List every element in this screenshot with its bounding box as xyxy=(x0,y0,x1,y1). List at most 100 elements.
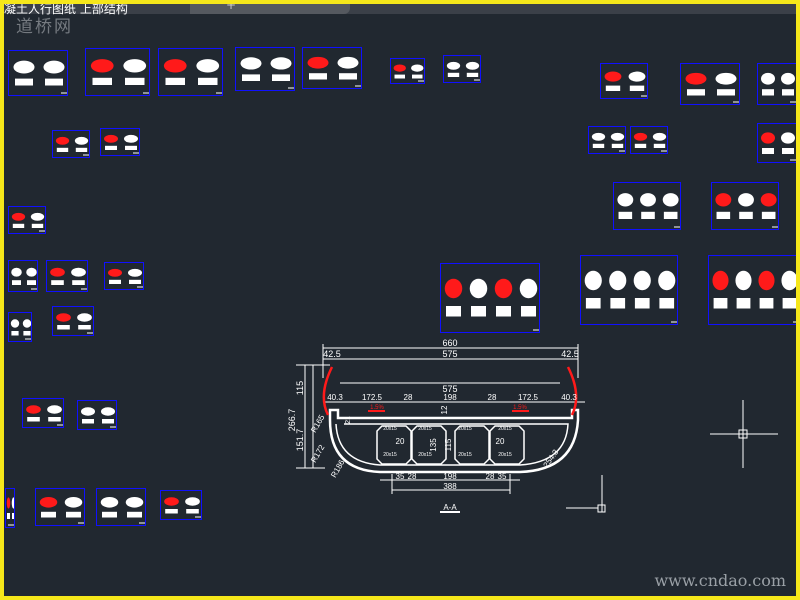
sheet-content xyxy=(10,319,31,340)
dim-web-gap-right: 20 xyxy=(496,437,505,446)
chamfer-label: 20x15 xyxy=(498,426,512,432)
drawing-sheet-thumbnail[interactable] xyxy=(104,262,144,290)
drawing-sheet-thumbnail[interactable] xyxy=(52,306,94,336)
drawing-sheet-thumbnail[interactable] xyxy=(22,398,64,428)
drawing-sheet-thumbnail[interactable] xyxy=(5,488,15,528)
sheet-content xyxy=(104,134,139,154)
drawing-sheet-thumbnail[interactable] xyxy=(302,47,362,89)
dim-bottom-28-right: 28 xyxy=(486,472,495,481)
drawing-sheet-thumbnail[interactable] xyxy=(680,63,740,105)
chamfer-label: 20x15 xyxy=(383,452,397,458)
drawing-sheet-thumbnail[interactable] xyxy=(8,312,32,342)
sheet-content xyxy=(307,56,361,87)
file-tab-bar: 凝土人行图纸 上部结构 + xyxy=(4,4,796,16)
drawing-sheet-thumbnail[interactable] xyxy=(52,130,90,158)
dim-bottom-35-right: 35 xyxy=(498,472,507,481)
dim-slab-thickness: 21 xyxy=(345,416,352,424)
dim-bottom-198: 198 xyxy=(443,472,457,481)
box-cell xyxy=(376,425,412,465)
dim-edge-right: 40.3 xyxy=(561,393,577,402)
drawing-sheet-thumbnail[interactable] xyxy=(100,128,140,156)
tab-strip xyxy=(190,4,350,14)
dim-bottom-28-left: 28 xyxy=(408,472,417,481)
dim-web-right: 28 xyxy=(488,393,497,402)
dim-inner-width: 575 xyxy=(442,384,457,394)
drawing-sheet-thumbnail[interactable] xyxy=(158,48,223,96)
dim-radius-2: R172 xyxy=(309,443,327,465)
sheet-content xyxy=(90,59,149,94)
chamfer-label: 20x15 xyxy=(498,452,512,458)
dim-deck-thickness: 12 xyxy=(440,405,449,414)
sheet-content xyxy=(100,496,145,524)
drawing-sheet-thumbnail[interactable] xyxy=(630,126,668,154)
dim-edge-left: 40.3 xyxy=(327,393,343,402)
dim-flange-right: 172.5 xyxy=(518,393,539,402)
dim-rail-height: 115 xyxy=(295,381,305,395)
dim-radius-1: R165 xyxy=(309,413,327,435)
drawing-sheet-thumbnail[interactable] xyxy=(96,488,146,526)
slope-label-right: 1.5% xyxy=(513,405,527,411)
dim-overall: 660 xyxy=(442,338,457,348)
drawing-sheet-thumbnail[interactable] xyxy=(46,260,88,292)
drawing-sheet-thumbnail[interactable] xyxy=(235,47,295,91)
dim-cantilever-right: 42.5 xyxy=(561,349,579,359)
drawing-sheet-thumbnail[interactable] xyxy=(443,55,481,83)
box-cell xyxy=(489,425,525,465)
sheet-content xyxy=(11,267,37,290)
chamfer-label: 20x15 xyxy=(458,426,472,432)
drawing-sheet-thumbnail[interactable] xyxy=(77,400,117,430)
drawing-sheet-thumbnail[interactable] xyxy=(35,488,85,526)
drawing-sheet-thumbnail[interactable] xyxy=(588,126,626,154)
drawing-sheet-thumbnail[interactable] xyxy=(160,490,202,520)
sheet-content xyxy=(604,71,647,97)
chamfer-label: 20x15 xyxy=(418,426,432,432)
sheet-content xyxy=(108,268,143,288)
drawing-sheet-thumbnail[interactable] xyxy=(613,182,681,230)
drawing-sheet-thumbnail[interactable] xyxy=(8,260,38,292)
chamfer-label: 20x15 xyxy=(458,452,472,458)
ucs-icon xyxy=(597,504,606,513)
sheet-content xyxy=(761,72,796,103)
drawing-sheet-thumbnail[interactable] xyxy=(8,50,68,96)
dim-mid-height: 115 xyxy=(444,438,453,451)
dim-flange-left: 172.5 xyxy=(362,393,383,402)
dim-middle: 198 xyxy=(443,393,457,402)
dim-bottom-35-left: 35 xyxy=(396,472,405,481)
sheet-content xyxy=(685,72,739,103)
drawing-sheet-thumbnail[interactable] xyxy=(757,63,796,105)
section-title: A-A xyxy=(443,503,457,512)
dim-total-height: 266.7 xyxy=(287,409,297,432)
sheet-content xyxy=(13,60,67,94)
dim-cell-height: 135 xyxy=(429,438,438,452)
drawing-sheet-thumbnail[interactable] xyxy=(708,255,796,325)
chamfer-label: 20x15 xyxy=(418,452,432,458)
drawing-tab-title[interactable]: 凝土人行图纸 上部结构 xyxy=(4,4,128,16)
box-girder-inner xyxy=(335,423,569,466)
sheet-content xyxy=(6,497,14,526)
slope-label-left: 1.5% xyxy=(370,405,384,411)
sheet-content xyxy=(26,405,63,426)
drawing-sheet-thumbnail[interactable] xyxy=(580,255,678,325)
new-tab-button[interactable]: + xyxy=(226,4,237,12)
drawing-sheet-thumbnail[interactable] xyxy=(440,263,540,333)
drawing-sheet-thumbnail[interactable] xyxy=(8,206,46,234)
drawing-sheet-thumbnail[interactable] xyxy=(757,123,796,163)
drawing-sheet-thumbnail[interactable] xyxy=(85,48,150,96)
sheet-content xyxy=(55,136,89,156)
watermark-url: www.cndao.com xyxy=(654,571,786,590)
dim-web-left: 28 xyxy=(404,393,413,402)
drawing-sheet-thumbnail[interactable] xyxy=(600,63,648,99)
sheet-content xyxy=(633,132,667,152)
drawing-sheet-thumbnail[interactable] xyxy=(390,58,425,84)
sheet-content xyxy=(56,313,93,334)
sheet-content xyxy=(240,57,294,89)
sheet-content xyxy=(81,407,116,428)
sheet-content xyxy=(617,193,680,228)
dim-web-gap-left: 20 xyxy=(396,437,405,446)
box-cell xyxy=(411,425,447,465)
drawing-sheet-thumbnail[interactable] xyxy=(711,182,779,230)
chamfer-label: 20x15 xyxy=(383,426,397,432)
sheet-content xyxy=(591,132,625,152)
